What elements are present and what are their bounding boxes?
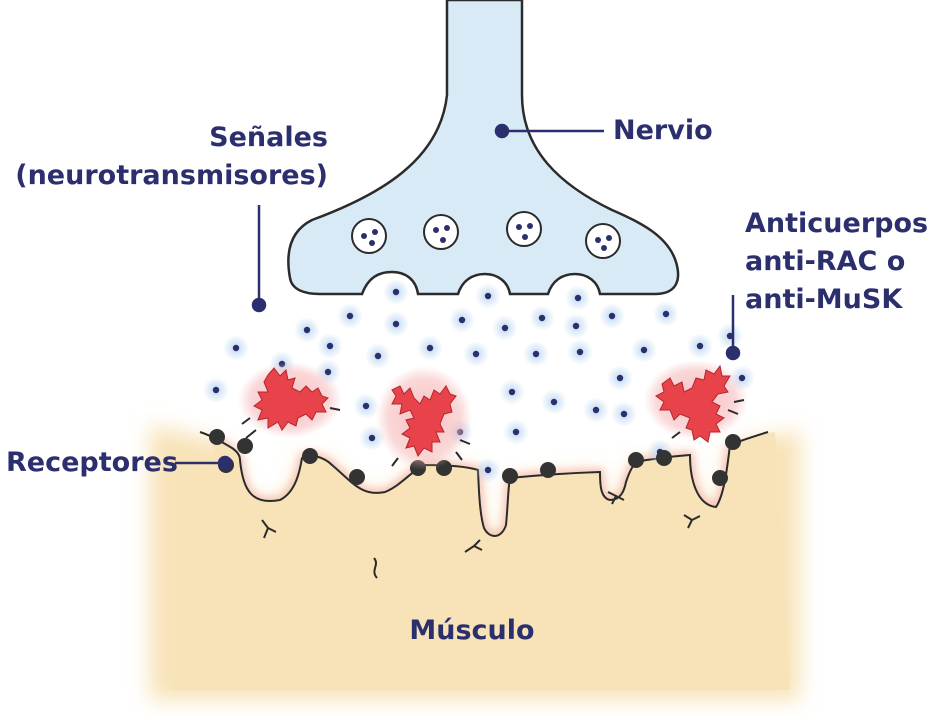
neurotransmitter-icon xyxy=(599,303,625,329)
neurotransmitter-icon xyxy=(563,313,589,339)
neurotransmitter-icon xyxy=(717,323,743,349)
nerve-label-text: Nervio xyxy=(613,115,713,146)
neurotransmitter-icon xyxy=(223,335,249,361)
neurotransmitter-icon xyxy=(365,343,391,369)
neurotransmitter-icon xyxy=(294,317,320,343)
antibodies-label: Anticuerpos anti-RAC o anti-MuSK xyxy=(745,205,928,319)
neurotransmitter-icon xyxy=(383,311,409,337)
neurotransmitter-icon xyxy=(417,335,443,361)
antibody-icon xyxy=(644,360,748,443)
receptor-icon xyxy=(349,469,365,485)
neurotransmitter-icon xyxy=(475,457,501,483)
receptors-label: Receptores xyxy=(6,444,178,482)
signals-label-line-1: Señales xyxy=(209,122,328,153)
neurotransmitter-icon xyxy=(687,333,713,359)
leader-lines xyxy=(175,123,741,471)
neurotransmitter-icon xyxy=(463,341,489,367)
receptors-label-text: Receptores xyxy=(6,447,178,478)
neurotransmitter-icon xyxy=(607,365,633,391)
nerve-label: Nervio xyxy=(613,112,713,150)
antibody-icon xyxy=(238,362,342,439)
neurotransmitter-icon xyxy=(529,305,555,331)
neurotransmitter-icon xyxy=(337,303,363,329)
neurotransmitter-icon xyxy=(523,341,549,367)
receptor-icon xyxy=(302,448,318,464)
muscle xyxy=(150,425,800,700)
signals-label-line-2: (neurotransmisores) xyxy=(15,160,328,191)
neurotransmitter-icon xyxy=(317,333,343,359)
synaptic-vesicle-icon xyxy=(351,218,387,254)
receptors xyxy=(209,429,741,486)
receptor-icon xyxy=(540,462,556,478)
signals-label: Señales (neurotransmisores) xyxy=(0,119,328,195)
receptor-icon xyxy=(237,438,253,454)
muscle-label: Músculo xyxy=(0,612,944,650)
neurotransmitter-icon xyxy=(492,315,518,341)
neurotransmitter-icon xyxy=(653,301,679,327)
receptor-icon xyxy=(656,450,672,466)
neurotransmitter-icon xyxy=(449,307,475,333)
antibodies-label-line-1: Anticuerpos xyxy=(745,208,929,239)
receptor-icon xyxy=(712,470,728,486)
antibodies-label-line-2: anti-RAC o xyxy=(745,246,906,277)
neurotransmitter-icon xyxy=(475,283,501,309)
nerve-terminal xyxy=(287,0,680,296)
neurotransmitter-icon xyxy=(541,389,567,415)
neurotransmitter-icon xyxy=(611,401,637,427)
neurotransmitter-icon xyxy=(499,379,525,405)
antibodies xyxy=(238,360,748,470)
synaptic-vesicle-icon xyxy=(423,214,459,250)
antibody-icon xyxy=(376,366,472,470)
antibodies-label-line-3: anti-MuSK xyxy=(745,284,903,315)
neurotransmitter-icon xyxy=(203,377,229,403)
receptor-icon xyxy=(725,434,741,450)
neurotransmitter-icon xyxy=(567,339,593,365)
neurotransmitter-icon xyxy=(353,393,379,419)
receptor-icon xyxy=(502,468,518,484)
neurotransmitter-icon xyxy=(565,285,591,311)
muscle-label-text: Músculo xyxy=(409,615,535,646)
neurotransmitter-icon xyxy=(383,279,409,305)
neurotransmitter-icon xyxy=(631,337,657,363)
neurotransmitter-icon xyxy=(503,419,529,445)
synaptic-vesicle-icon xyxy=(506,211,542,247)
receptor-icon xyxy=(209,429,225,445)
neurotransmitter-icon xyxy=(583,397,609,423)
synaptic-vesicle-icon xyxy=(585,223,621,259)
receptor-icon xyxy=(628,452,644,468)
